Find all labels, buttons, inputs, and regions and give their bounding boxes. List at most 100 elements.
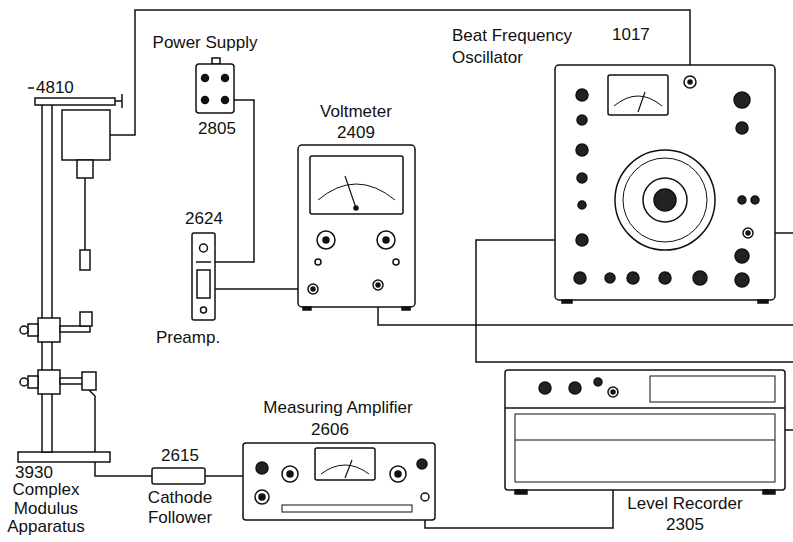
oscillator-unit-part: [758, 300, 768, 303]
level-recorder-unit-part: [515, 414, 775, 482]
modulus-apparatus-part: [18, 452, 110, 462]
unit-label: Measuring Amplifier: [263, 398, 412, 418]
unit-label: 2606: [311, 420, 349, 440]
oscillator-unit-part: [638, 92, 645, 112]
unit-label: Beat Frequency Oscillator: [452, 25, 587, 69]
measuring-amplifier-node: Measuring Amplifier2606: [243, 443, 435, 520]
cable-part: [785, 429, 793, 431]
modulus-apparatus-part: [115, 100, 122, 102]
oscillator-unit-part: [751, 196, 759, 204]
modulus-apparatus: [18, 88, 122, 462]
modulus-apparatus-part: [20, 378, 28, 386]
modulus-apparatus-part: [38, 370, 60, 394]
modulus-apparatus-part: [42, 100, 52, 452]
level-recorder-unit-part: [650, 376, 775, 402]
measuring-amplifier-unit-part: [282, 466, 298, 482]
oscillator-unit-part: [627, 272, 639, 284]
oscillator-unit-part: [693, 271, 707, 285]
modulus-apparatus-part: [60, 326, 90, 332]
oscillator-unit-part: [576, 234, 588, 246]
power-supply-unit-part: [202, 75, 209, 82]
modulus-apparatus-part: [28, 87, 34, 89]
modulus-apparatus-part: [62, 110, 110, 160]
oscillator-unit-part: [734, 92, 750, 108]
level-recorder-node: Level Recorder2305: [505, 370, 785, 490]
callout-number: 4810: [36, 78, 74, 98]
measuring-amplifier-unit-part: [287, 471, 293, 477]
oscillator-unit-part: [623, 158, 707, 242]
oscillator-unit-part: [643, 178, 687, 222]
oscillator-unit-part: [735, 249, 749, 263]
oscillator-unit-part: [555, 65, 775, 300]
unit-label: Power Supply: [153, 33, 258, 53]
unit-label: 2805: [198, 119, 236, 139]
modulus-apparatus-part: [80, 312, 92, 326]
cathode-follower-unit-part: [152, 468, 205, 484]
cathode-follower-unit: [152, 468, 205, 484]
voltmeter-unit-part: [311, 287, 315, 291]
unit-label: 2615: [161, 446, 199, 466]
voltmeter-unit-part: [354, 206, 358, 210]
voltmeter-unit-part: [298, 145, 415, 307]
voltmeter-unit-part: [303, 307, 311, 310]
oscillator-unit-part: [577, 115, 587, 125]
oscillator-unit-part: [684, 76, 696, 88]
measuring-amplifier-unit-part: [417, 459, 427, 469]
voltmeter-unit-part: [318, 184, 395, 200]
voltmeter-unit-part: [402, 307, 410, 310]
preamplifier-node: 2624Preamp.: [192, 233, 215, 320]
voltmeter-unit-part: [317, 231, 335, 249]
modulus-apparatus-part: [28, 376, 38, 388]
voltmeter-unit: [298, 145, 415, 310]
modulus-apparatus-part: [82, 372, 96, 390]
level-recorder-unit-part: [763, 490, 775, 494]
preamplifier-unit-part: [201, 307, 207, 313]
voltmeter-unit-part: [323, 237, 329, 243]
unit-label: Complex Modulus Apparatus: [7, 481, 85, 537]
oscillator-unit-part: [738, 196, 746, 204]
unit-label: Level Recorder: [627, 494, 742, 514]
level-recorder-unit-part: [515, 490, 527, 494]
measuring-amplifier-unit-part: [390, 466, 406, 482]
level-recorder-unit-part: [515, 440, 775, 441]
level-recorder-unit: [505, 370, 785, 494]
cable-connector: [425, 490, 613, 528]
cathode-follower-node: 2615Cathode Follower: [152, 468, 205, 484]
power-supply-unit-part: [222, 97, 229, 104]
unit-label: 2624: [185, 209, 223, 229]
unit-label: Preamp.: [156, 328, 220, 348]
measuring-amplifier-unit-part: [282, 505, 412, 512]
voltmeter-unit-part: [393, 259, 399, 265]
modulus-apparatus-part: [20, 326, 28, 334]
level-recorder-unit-part: [594, 378, 602, 386]
oscillator-unit-part: [574, 272, 586, 284]
oscillator-unit-part: [746, 231, 750, 235]
cable-connector: [95, 462, 152, 476]
voltmeter-unit-part: [315, 259, 321, 265]
measuring-amplifier-unit-part: [243, 443, 435, 520]
unit-label: Voltmeter: [320, 102, 392, 122]
oscillator-unit-part: [659, 272, 671, 284]
cable-connector: [125, 10, 690, 135]
cable-connector: [205, 475, 243, 477]
level-recorder-unit-part: [608, 387, 618, 397]
modulus-apparatus-part: [84, 178, 86, 250]
oscillator-unit-part: [576, 144, 588, 156]
oscillator-unit-part: [608, 75, 668, 115]
oscillator-node: Beat Frequency Oscillator1017: [555, 65, 775, 300]
level-recorder-unit-part: [539, 382, 551, 394]
level-recorder-unit-part: [611, 390, 615, 394]
voltmeter-node: Voltmeter2409: [298, 145, 415, 307]
measuring-amplifier-unit-part: [395, 471, 401, 477]
unit-label: Cathode Follower: [148, 488, 212, 528]
modulus-apparatus-part: [80, 250, 90, 270]
unit-label: 1017: [612, 25, 650, 45]
oscillator-unit-part: [743, 228, 753, 238]
oscillator-unit-part: [605, 273, 615, 283]
modulus-apparatus-part: [77, 160, 93, 178]
oscillator-unit-part: [576, 89, 588, 101]
measuring-amplifier-unit-part: [259, 494, 265, 500]
